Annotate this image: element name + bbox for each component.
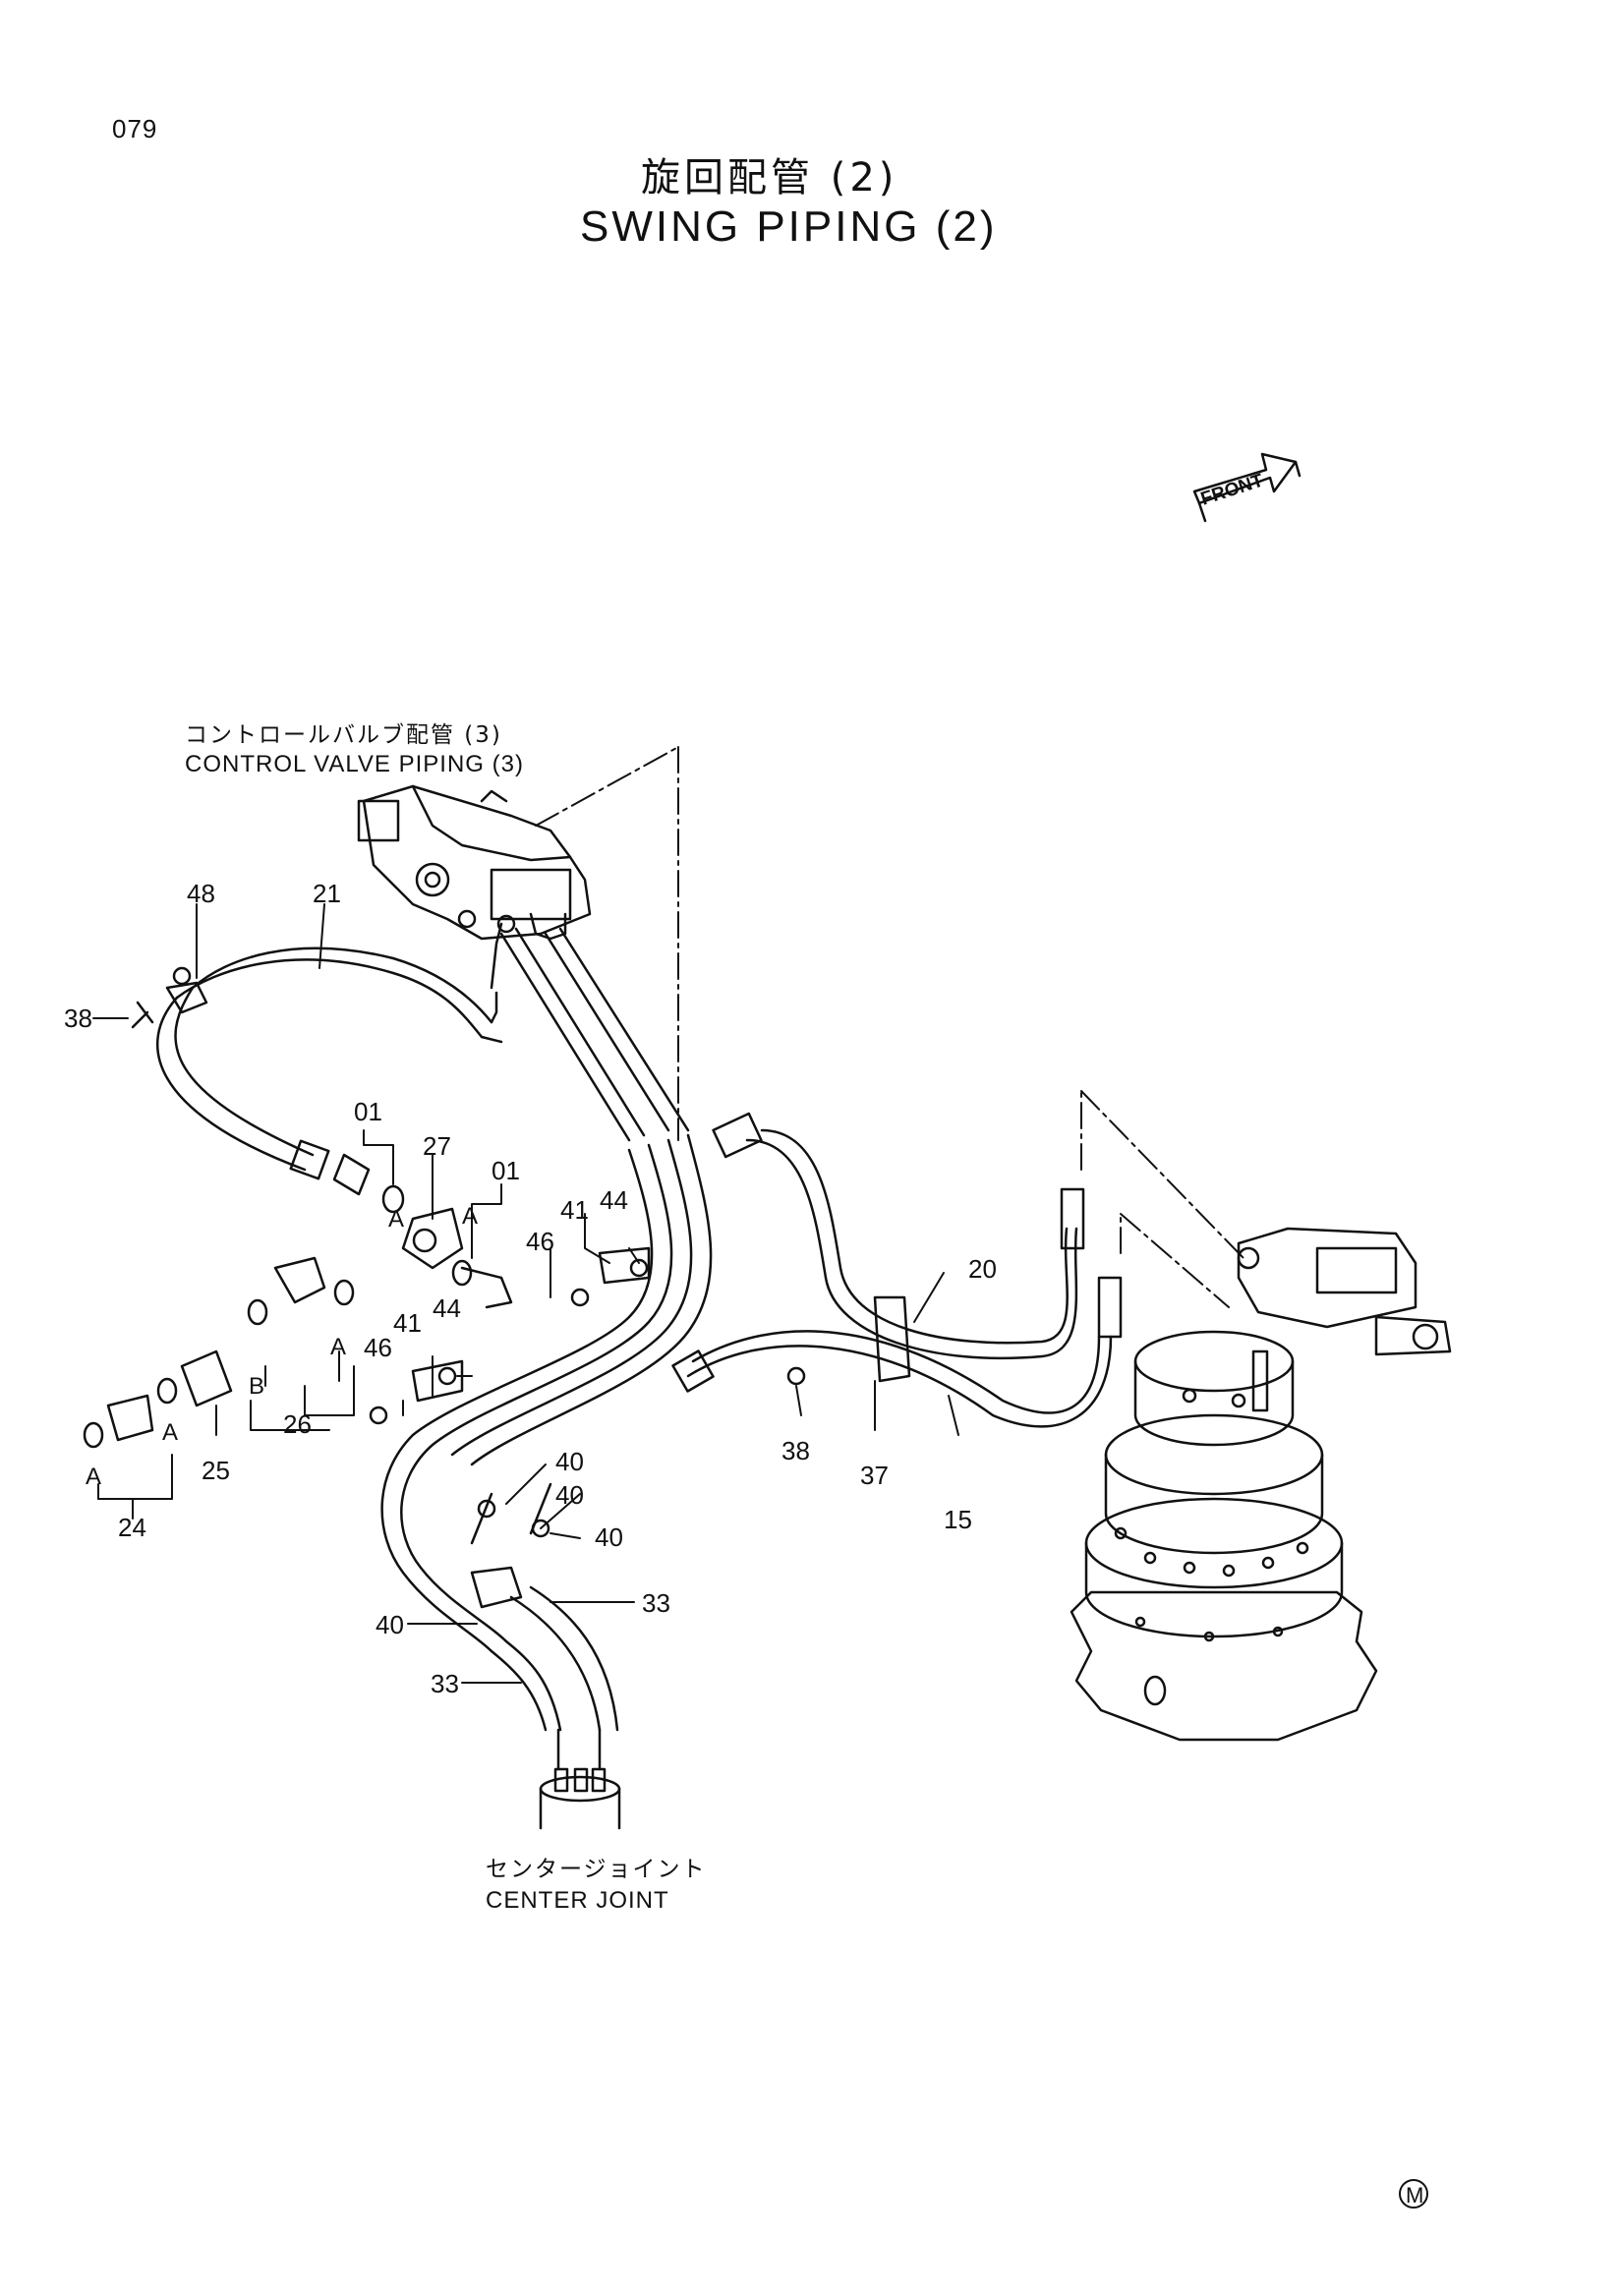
page-mark-letter: M	[1406, 2183, 1423, 2208]
callout-33-right: 33	[642, 1588, 670, 1618]
callout-44-top: 41	[560, 1195, 589, 1225]
hose-21	[156, 922, 503, 1180]
callout-47-mid: 46	[364, 1333, 392, 1362]
letter-a-4: A	[162, 1419, 178, 1446]
control-valve-label-jp: コントロールバルブ配管 (3)	[185, 722, 502, 748]
callout-37: 37	[860, 1461, 889, 1490]
front-arrow: FRONT	[1192, 452, 1302, 523]
center-joint-label-en: CENTER JOINT	[486, 1887, 669, 1914]
callout-20: 20	[968, 1254, 997, 1284]
clamps	[369, 1246, 806, 1609]
hose-20-15	[671, 1112, 1123, 1428]
letter-a-1: A	[388, 1206, 404, 1233]
callout-numbers: 48 21 38 01 27 01 41 44 46 44 41 46 26 2…	[64, 879, 997, 1698]
callout-leaders	[92, 903, 959, 1684]
fittings-left	[83, 1153, 513, 1449]
assembly-connectors	[535, 746, 1244, 1308]
callout-48: 48	[187, 879, 215, 908]
callout-40-top: 40	[555, 1480, 584, 1510]
callout-41-right: 40	[595, 1522, 623, 1552]
page-mark: M	[1399, 2179, 1428, 2209]
callout-47-top: 46	[526, 1227, 554, 1256]
callout-38-mid: 38	[781, 1436, 810, 1465]
callout-21: 21	[313, 879, 341, 908]
letter-b: B	[249, 1373, 264, 1400]
callout-15: 15	[944, 1505, 972, 1534]
letter-a-5: A	[86, 1464, 101, 1490]
letter-a-3: A	[330, 1334, 346, 1360]
callout-41-top: 40	[555, 1447, 584, 1476]
callout-40-left: 40	[376, 1610, 404, 1639]
letter-a-2: A	[462, 1203, 478, 1230]
control-valve-block	[357, 784, 592, 941]
callout-01-left: 01	[354, 1097, 382, 1126]
callout-26: 26	[283, 1409, 312, 1439]
callout-01-right: 01	[492, 1156, 520, 1185]
rigid-pipes	[499, 927, 690, 1142]
title-english: SWING PIPING (2)	[580, 202, 998, 251]
callout-46-mid: 44	[433, 1293, 461, 1323]
callout-25: 25	[202, 1456, 230, 1485]
callout-27: 27	[423, 1131, 451, 1161]
callout-46-top: 44	[600, 1185, 628, 1215]
page-number: 079	[112, 114, 158, 144]
swing-motor	[1070, 1227, 1452, 1742]
control-valve-label-en: CONTROL VALVE PIPING (3)	[185, 751, 524, 777]
title-japanese: 旋回配管 (2)	[641, 155, 898, 201]
callout-24: 24	[118, 1513, 146, 1542]
front-label: FRONT	[1198, 470, 1266, 509]
callout-38-left: 38	[64, 1004, 92, 1033]
clamp-48	[131, 966, 208, 1029]
center-joint-label-jp: センタージョイント	[486, 1857, 707, 1882]
callout-33-left: 33	[431, 1669, 459, 1698]
callout-44-mid: 41	[393, 1308, 422, 1338]
hose-bundle	[380, 1133, 713, 1732]
center-joint	[539, 1728, 621, 1830]
